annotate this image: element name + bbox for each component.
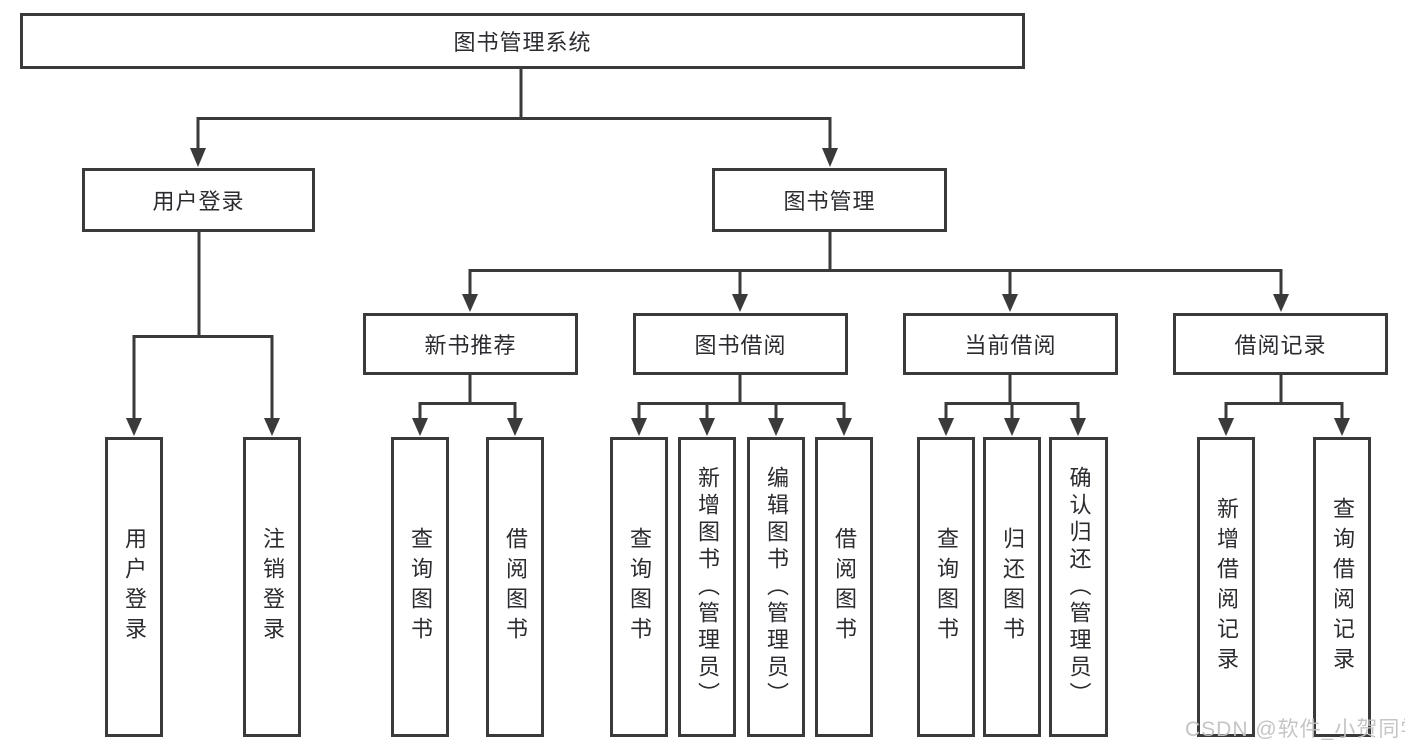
leaf-br-add-record-label: 新增借阅记录 <box>1214 497 1239 677</box>
leaf-bb-borrow-books-label: 借阅图书 <box>832 527 857 647</box>
leaf-user-login-label: 用户登录 <box>122 527 147 647</box>
leaf-bb-edit-books-admin-label: 编辑图书（管理员） <box>764 465 789 709</box>
leaf-nbr-query-books-label: 查询图书 <box>408 527 433 647</box>
node-book-borrowing: 图书借阅 <box>633 313 848 375</box>
node-borrowing-records-label: 借阅记录 <box>1234 333 1327 358</box>
leaf-logout: 注销登录 <box>243 437 301 737</box>
leaf-cb-confirm-return-admin: 确认归还（管理员） <box>1049 437 1108 737</box>
leaf-bb-query-books-label: 查询图书 <box>627 527 652 647</box>
node-root-label: 图书管理系统 <box>453 30 592 55</box>
node-user-login: 用户登录 <box>82 168 315 232</box>
leaf-br-add-record: 新增借阅记录 <box>1197 437 1255 737</box>
leaf-nbr-borrow-books: 借阅图书 <box>486 437 544 737</box>
node-new-book-recommend-label: 新书推荐 <box>424 333 517 358</box>
node-book-management-label: 图书管理 <box>783 189 876 214</box>
leaf-bb-borrow-books: 借阅图书 <box>815 437 873 737</box>
leaf-bb-add-books-admin: 新增图书（管理员） <box>678 437 736 737</box>
leaf-br-query-record-label: 查询借阅记录 <box>1330 497 1355 677</box>
node-book-borrowing-label: 图书借阅 <box>694 333 787 358</box>
leaf-logout-label: 注销登录 <box>260 527 285 647</box>
node-current-borrowing-label: 当前借阅 <box>964 333 1057 358</box>
leaf-cb-confirm-return-admin-label: 确认归还（管理员） <box>1066 465 1092 709</box>
leaf-cb-return-books-label: 归还图书 <box>1000 527 1025 647</box>
node-root: 图书管理系统 <box>20 13 1025 69</box>
leaf-nbr-borrow-books-label: 借阅图书 <box>503 527 528 647</box>
leaf-nbr-query-books: 查询图书 <box>391 437 449 737</box>
leaf-bb-query-books: 查询图书 <box>610 437 668 737</box>
leaf-bb-edit-books-admin: 编辑图书（管理员） <box>747 437 805 737</box>
leaf-cb-query-books-label: 查询图书 <box>934 527 959 647</box>
leaf-bb-add-books-admin-label: 新增图书（管理员） <box>695 465 720 709</box>
leaf-cb-query-books: 查询图书 <box>917 437 975 737</box>
leaf-cb-return-books: 归还图书 <box>983 437 1041 737</box>
node-new-book-recommend: 新书推荐 <box>363 313 578 375</box>
leaf-user-login: 用户登录 <box>105 437 163 737</box>
csdn-watermark: CSDN @软件_小贺同学 <box>1185 718 1405 741</box>
node-user-login-label: 用户登录 <box>152 189 245 214</box>
node-borrowing-records: 借阅记录 <box>1173 313 1388 375</box>
leaf-br-query-record: 查询借阅记录 <box>1313 437 1371 737</box>
node-current-borrowing: 当前借阅 <box>903 313 1118 375</box>
node-book-management: 图书管理 <box>712 168 947 232</box>
